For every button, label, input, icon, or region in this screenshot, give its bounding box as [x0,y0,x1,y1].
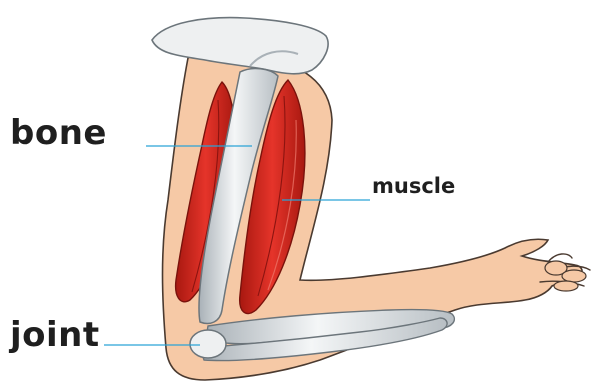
shoulder-bone-cap [152,18,328,74]
bone-label: bone [10,116,107,150]
muscle-label: muscle [372,176,455,197]
elbow-joint [190,330,226,358]
joint-label: joint [10,318,100,352]
